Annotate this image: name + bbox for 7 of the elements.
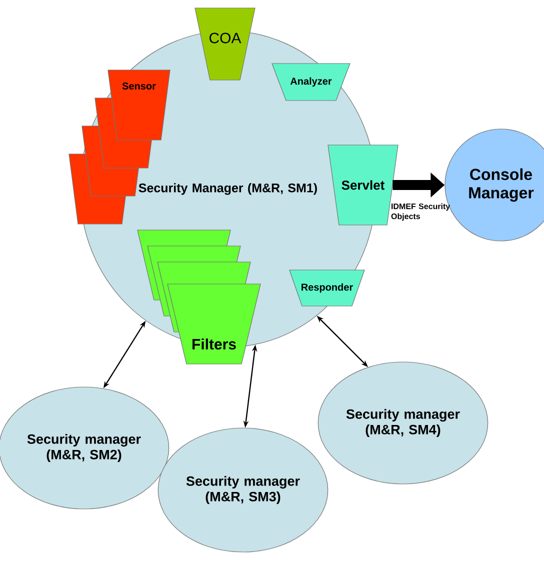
card-shape <box>68 154 126 224</box>
trapezoid-box: Responder <box>289 270 365 306</box>
card-shape <box>94 98 152 168</box>
trapezoid-box: Analyzer <box>272 63 350 101</box>
trapezoid-box: COA <box>194 8 256 80</box>
card-shape <box>82 126 139 196</box>
trapezoid-box: Sensor <box>108 70 170 140</box>
